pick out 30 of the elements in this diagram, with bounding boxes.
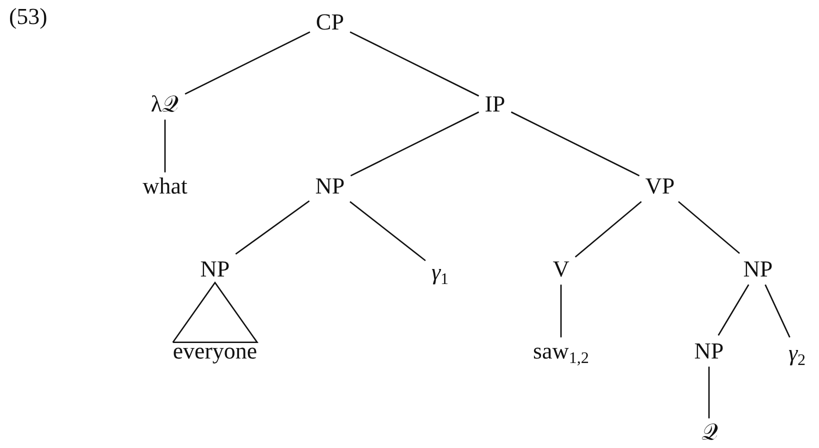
tree-branch — [164, 120, 166, 172]
tree-node-label: NP — [200, 256, 230, 282]
tree-branch — [718, 284, 750, 336]
tree-branch — [708, 366, 710, 418]
triangle-branch — [172, 281, 258, 344]
tree-branch — [678, 201, 740, 254]
tree-node-label: 𝒬 — [702, 419, 718, 445]
tree-branch — [350, 201, 426, 262]
example-number: (53) — [9, 4, 48, 30]
tree-branch — [350, 31, 480, 97]
tree-node-label: VP — [645, 173, 675, 199]
tree-node-label: NP — [315, 173, 345, 199]
tree-node-label: γ$_{2}$ — [788, 340, 806, 366]
tree-branch — [350, 111, 480, 176]
tree-branch — [574, 201, 642, 258]
tree-node-label: what — [142, 173, 188, 199]
tree-branch — [184, 31, 310, 95]
tree-node-label: saw$_{1,2}$ — [533, 338, 589, 364]
tree-node-label: V — [552, 256, 570, 282]
tree-node-label: IP — [484, 91, 506, 117]
tree-branch — [235, 200, 310, 255]
tree-branch — [510, 111, 640, 176]
tree-node-label: everyone — [172, 338, 258, 364]
tree-node-label: CP — [316, 9, 344, 35]
tree-node-label: NP — [694, 338, 724, 364]
tree-node-label: NP — [743, 256, 773, 282]
tree-branch — [764, 284, 790, 338]
tree-node-label: γ$_{1}$ — [431, 259, 449, 285]
tree-branch — [560, 284, 562, 338]
tree-node-label: λ𝒬 — [150, 91, 180, 117]
